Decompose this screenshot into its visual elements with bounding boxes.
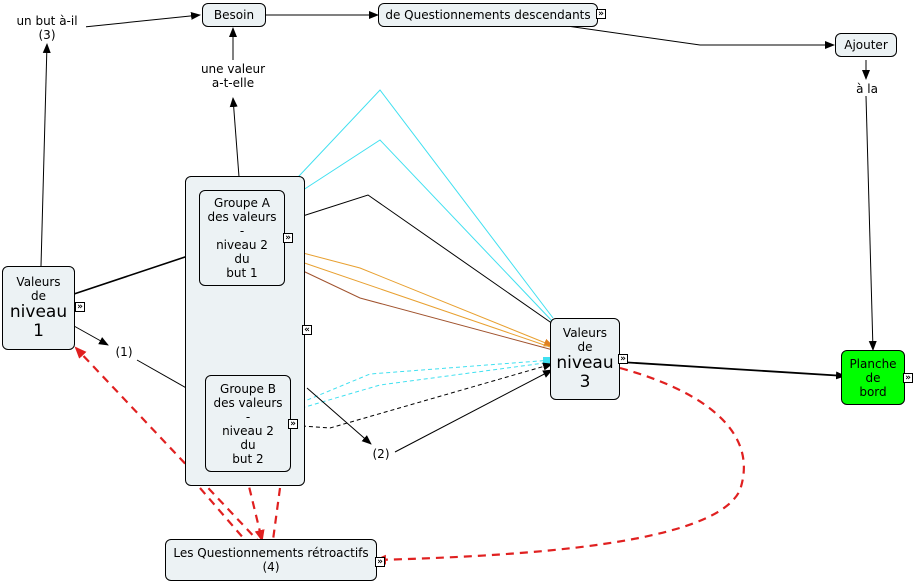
edge-n3-planche — [619, 361, 846, 380]
edge-groupeb-n3-cyan2 — [287, 361, 553, 413]
edge-questionnements-ajouter — [559, 24, 835, 49]
cyan-junction-marker — [543, 357, 551, 365]
node-questionnements-retroactifs[interactable]: Les Questionnements rétroactifs (4) — [165, 539, 377, 581]
ga-line2: des valeurs — [207, 210, 277, 224]
label-one-text: (1) — [115, 345, 133, 359]
label-une-valeur-line2: a-t-elle — [211, 76, 255, 90]
edge-groupea-n3-orange1 — [283, 247, 554, 347]
node-groupe-a[interactable]: Groupe A des valeurs - niveau 2 du but 1 — [199, 190, 285, 286]
node-questionnements-text: de Questionnements descendants — [385, 8, 591, 22]
n1-line3: niveau — [9, 302, 68, 322]
ga-line6: but 1 — [226, 266, 258, 280]
edge-retroactifs-n1 — [74, 346, 263, 546]
label-un-but: un but à-il (3) — [8, 14, 86, 42]
node-besoin-text: Besoin — [213, 8, 255, 22]
label-un-but-line1: un but à-il — [16, 14, 78, 28]
n1-line2: de — [31, 289, 46, 303]
n1-line4: 1 — [33, 321, 44, 341]
edge-groupea-n3-cyan2 — [299, 139, 554, 323]
label-two: (2) — [369, 447, 393, 461]
edge-groupea-n3-cyan1 — [283, 89, 554, 319]
expand-icon[interactable]: » — [75, 302, 85, 312]
edge-groupeb-n3-dashed — [287, 362, 553, 429]
edge-groupeb-label2 — [306, 387, 372, 445]
edge-label2-n3 — [394, 369, 553, 453]
edge-n1-unbut — [40, 43, 51, 267]
edge-ala-planche — [865, 95, 877, 351]
label-a-la-text: à la — [856, 82, 878, 96]
collapse-icon[interactable]: « — [302, 325, 312, 335]
expand-icon[interactable]: » — [375, 557, 385, 567]
gb-line2: des valeurs — [213, 395, 283, 410]
label-une-valeur: une valeur a-t-elle — [194, 62, 272, 90]
label-a-la: à la — [850, 82, 884, 96]
node-groupe-b[interactable]: Groupe B des valeurs - niveau 2 du but 2 — [205, 375, 291, 472]
edge-groupea-n3-orange2 — [283, 255, 554, 349]
gb-line3: - — [245, 409, 251, 424]
label-un-but-line2: (3) — [38, 28, 56, 42]
retro-line1: Les Questionnements rétroactifs — [173, 546, 369, 560]
n3-line2: de — [577, 340, 593, 354]
n3-line4: 3 — [579, 372, 591, 392]
ga-line5: du — [234, 252, 250, 266]
ga-line4: niveau 2 — [216, 238, 268, 252]
planche-line1: Planche — [849, 356, 897, 371]
planche-line3: bord — [859, 384, 887, 399]
edge-groupea-n3-black — [283, 194, 554, 325]
edge-n1-groupea — [73, 251, 201, 295]
gb-line5: du — [240, 437, 256, 452]
edge-unbut-besoin — [83, 11, 201, 28]
label-two-text: (2) — [372, 447, 390, 461]
edge-groupeb-n3-cyan1 — [287, 359, 553, 409]
node-ajouter[interactable]: Ajouter — [835, 33, 897, 57]
planche-line2: de — [865, 370, 881, 385]
edge-groupea-unevaleur — [229, 97, 241, 191]
expand-icon[interactable]: » — [903, 373, 913, 383]
gb-line6: but 2 — [232, 451, 264, 466]
n3-line3: niveau — [556, 353, 614, 373]
gb-line4: niveau 2 — [222, 423, 274, 438]
expand-icon[interactable]: » — [596, 9, 606, 19]
n3-line1: Valeurs — [562, 326, 608, 340]
n1-line1: Valeurs — [16, 275, 61, 289]
expand-icon[interactable]: » — [283, 233, 293, 243]
edge-container-retroactifs — [271, 487, 282, 541]
expand-icon[interactable]: » — [288, 419, 298, 429]
node-ajouter-text: Ajouter — [844, 38, 888, 52]
node-planche-de-bord[interactable]: Planche de bord — [841, 350, 905, 405]
node-besoin[interactable]: Besoin — [202, 3, 266, 27]
gb-line1: Groupe B — [220, 381, 276, 396]
ga-line3: - — [239, 224, 245, 238]
retro-line2: (4) — [262, 560, 280, 574]
node-valeurs-niveau-3[interactable]: Valeurs de niveau 3 — [550, 318, 620, 400]
ga-line1: Groupe A — [214, 196, 270, 210]
edge-n1-label1 — [73, 325, 109, 346]
edge-groupeb-retroactifs — [244, 473, 265, 542]
label-one: (1) — [112, 345, 136, 359]
node-valeurs-niveau-1[interactable]: Valeurs de niveau 1 — [2, 266, 75, 350]
edge-retroactifs-left — [199, 487, 246, 541]
edge-groupea-n3-brown — [283, 261, 554, 351]
expand-icon[interactable]: » — [618, 354, 628, 364]
label-une-valeur-line1: une valeur — [200, 62, 266, 76]
node-questionnements-descendants[interactable]: de Questionnements descendants — [378, 3, 598, 27]
